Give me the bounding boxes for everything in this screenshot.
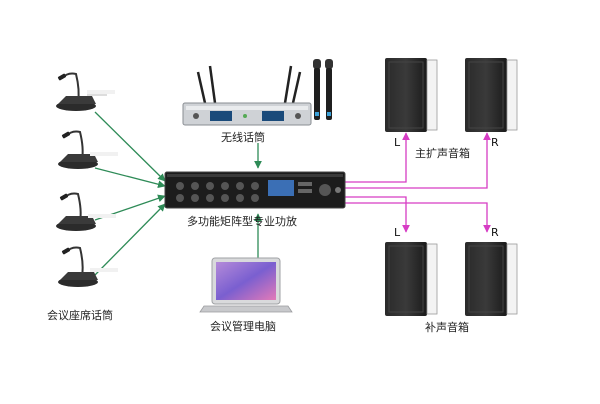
fill-speakers-label: 补声音箱 <box>425 321 469 334</box>
fill-right-label: R <box>491 226 499 239</box>
out-fill-left <box>345 196 410 233</box>
matrix-amplifier <box>164 171 346 209</box>
fill-left-label: L <box>394 226 401 239</box>
matrix-amplifier-icon <box>164 171 346 209</box>
speaker-cabinet-icon <box>385 58 438 132</box>
handheld-mic-icon <box>325 59 333 120</box>
output-connections <box>345 132 491 233</box>
gooseneck-mic-icon <box>65 130 84 161</box>
arrow-mic4 <box>94 203 166 276</box>
gooseneck-mic-icon <box>65 246 84 277</box>
speaker-cabinet-icon <box>465 58 518 132</box>
chair-mic-1 <box>56 72 115 111</box>
gooseneck-mic-icon <box>61 72 80 104</box>
wireless-mic-label: 无线话筒 <box>221 131 265 144</box>
main-right-label: R <box>491 136 499 149</box>
main-left-label: L <box>394 136 401 149</box>
laptop-icon <box>199 257 293 313</box>
wireless-receiver <box>182 59 333 126</box>
out-fill-right <box>345 202 491 233</box>
fill-speaker-right <box>465 242 518 316</box>
amplifier-label: 多功能矩阵型专业功放 <box>187 215 297 228</box>
computer-label: 会议管理电脑 <box>210 320 276 333</box>
main-speaker-right <box>465 58 518 132</box>
out-main-right <box>345 132 491 189</box>
chair-mics-label: 会议座席话筒 <box>47 309 113 322</box>
arrow-mic1 <box>94 111 166 182</box>
wireless-receiver-icon <box>182 65 312 126</box>
management-computer <box>199 257 293 313</box>
arrow-mic2 <box>94 167 166 189</box>
fill-speaker-left <box>385 242 438 316</box>
handheld-mic-icon <box>313 59 321 120</box>
chair-mic-2 <box>58 130 118 169</box>
main-speakers-label: 主扩声音箱 <box>415 147 470 160</box>
main-speaker-left <box>385 58 438 132</box>
out-main-left <box>345 132 410 183</box>
gooseneck-mic-icon <box>63 192 82 223</box>
chair-mic-3 <box>56 192 116 231</box>
speaker-cabinet-icon <box>465 242 518 316</box>
speaker-cabinet-icon <box>385 242 438 316</box>
chair-mic-4 <box>58 246 118 287</box>
